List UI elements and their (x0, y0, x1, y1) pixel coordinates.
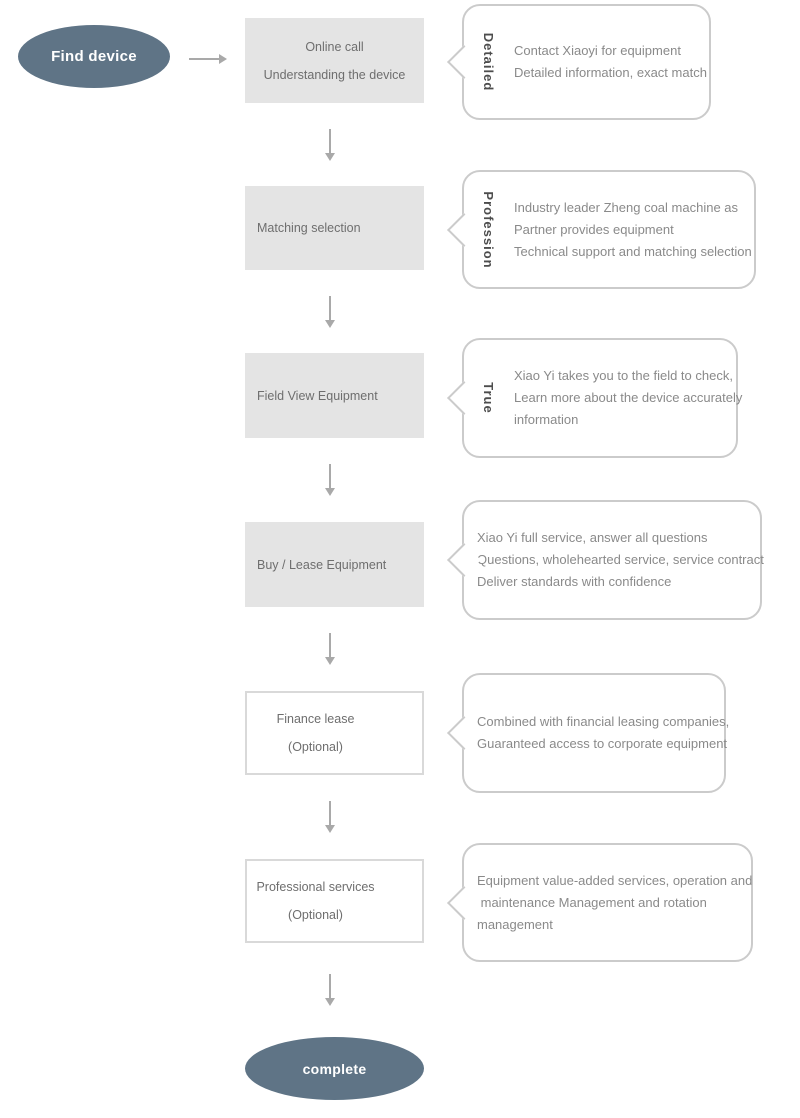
arrow-down-icon (325, 129, 335, 161)
note-finance-lease: Combined with financial leasing companie… (447, 673, 730, 793)
note-text: Equipment value-added services, operatio… (477, 872, 753, 932)
step-buy-lease-equipment: Buy / Lease Equipment (245, 522, 424, 607)
arrow-down-icon (325, 974, 335, 1006)
note-tag: True (481, 382, 496, 414)
end-node: complete (245, 1037, 424, 1100)
step-matching-selection: Matching selection (245, 186, 424, 270)
step-label: Online call (305, 39, 364, 54)
step-label: (Optional) (288, 740, 343, 754)
note-text: Xiao Yi full service, answer all questio… (477, 530, 764, 589)
arrow-down-icon (325, 464, 335, 496)
note-buy-lease: Xiao Yi full service, answer all questio… (447, 500, 764, 620)
step-label: Understanding the device (263, 67, 406, 82)
step-finance-lease: Finance lease (Optional) (245, 691, 424, 775)
step-professional-services: Professional services (Optional) (245, 859, 424, 943)
note-text: Industry leader Zheng coal machine as Pa… (514, 199, 752, 259)
step-label: Field View Equipment (257, 388, 378, 403)
note-text: Xiao Yi takes you to the field to check,… (514, 368, 743, 427)
note-tag: Detailed (481, 32, 496, 92)
note-tag: Profession (481, 190, 496, 269)
note-text: Contact Xiaoyi for equipment Detailed in… (514, 43, 707, 80)
arrow-right-icon (189, 54, 227, 64)
step-label: Matching selection (257, 221, 361, 235)
start-node: Find device (18, 25, 170, 88)
step-label: Buy / Lease Equipment (257, 557, 387, 572)
arrow-down-icon (325, 296, 335, 328)
note-professional-services: Equipment value-added services, operatio… (447, 843, 753, 962)
note-true: True Xiao Yi takes you to the field to c… (447, 338, 742, 458)
arrow-down-icon (325, 633, 335, 665)
step-field-view-equipment: Field View Equipment (245, 353, 424, 438)
note-profession: Profession Industry leader Zheng coal ma… (447, 170, 756, 289)
step-label: (Optional) (288, 908, 343, 922)
start-node-label: Find device (51, 48, 137, 65)
arrow-down-icon (325, 801, 335, 833)
step-label: Finance lease (276, 712, 355, 726)
note-detailed: Detailed Contact Xiaoyi for equipment De… (447, 4, 711, 120)
end-node-label: complete (302, 1060, 367, 1077)
step-label: Professional services (256, 880, 375, 894)
note-text: Combined with financial leasing companie… (477, 714, 730, 751)
step-online-call: Online call Understanding the device (245, 18, 424, 103)
